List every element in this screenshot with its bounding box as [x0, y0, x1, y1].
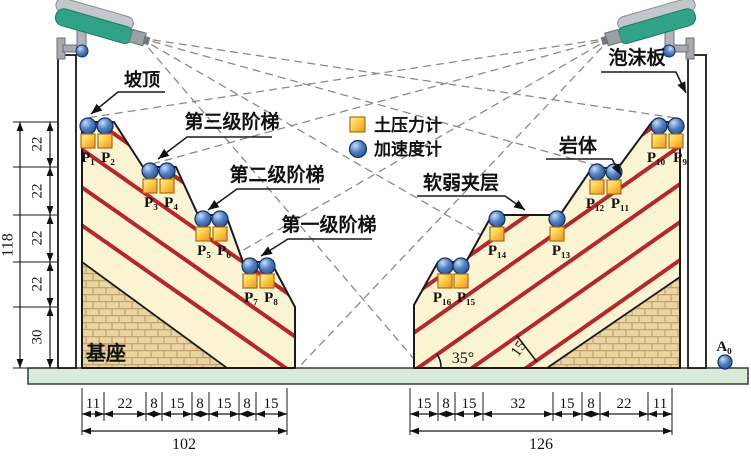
legend-accelerometer-label: 加速度计 — [373, 139, 442, 159]
label-p4: P₄ — [164, 195, 178, 211]
label-p2: P₂ — [101, 150, 115, 166]
sensor-labels: P₁ P₂ P₃ P₄ P₅ P₆ P₇ P₈ P₉ P₁₀ P₁₁ P₁₂ P… — [81, 150, 687, 306]
label-p16: P₁₆ — [433, 290, 452, 306]
right-wall — [687, 54, 707, 369]
dim-br-1: 15 — [417, 396, 432, 412]
callout-rock-mass: 岩体 — [558, 134, 598, 157]
camera-right-body — [600, 0, 697, 47]
layer-spacing-tick — [516, 335, 538, 363]
dim-bl-1: 11 — [86, 396, 100, 412]
dim-lines-bottom-left — [82, 410, 287, 435]
label-p6: P₆ — [217, 243, 231, 259]
label-p15: P₁₅ — [457, 290, 476, 306]
camera-left-pivot — [75, 44, 89, 58]
dim-br-5: 15 — [560, 396, 575, 412]
label-p1: P₁ — [81, 150, 95, 166]
dim-br-8: 11 — [653, 396, 667, 412]
dim-bl-2: 22 — [118, 396, 133, 412]
label-a0: A₀ — [716, 339, 732, 355]
label-p5: P₅ — [197, 243, 211, 259]
base-plate — [27, 367, 749, 385]
label-p3: P₃ — [144, 195, 158, 211]
callout-foam-board: 泡沫板 — [608, 46, 666, 69]
dim-br-total: 126 — [529, 436, 553, 453]
label-p13: P₁₃ — [552, 243, 571, 259]
dim-lines-bottom-right — [410, 410, 672, 435]
label-p7: P₇ — [244, 290, 258, 306]
camera-right — [600, 0, 697, 60]
label-p9: P₉ — [673, 150, 687, 166]
dim-left-seg4: 22 — [29, 277, 45, 292]
dim-br-6: 8 — [587, 396, 595, 412]
dim-bottom-right: 15 8 15 32 15 8 22 11 126 — [409, 388, 673, 453]
dim-bl-4: 15 — [170, 396, 185, 412]
dim-br-2: 8 — [442, 396, 450, 412]
callout-step1: 第一级阶梯 — [281, 213, 376, 236]
dim-left-column: 22 22 22 22 30 118 — [0, 121, 57, 369]
callouts: 坡顶 第三级阶梯 第二级阶梯 第一级阶梯 软弱夹层 岩体 泡沫板 基座 35° … — [86, 46, 687, 367]
dip-angle-label: 35° — [452, 350, 474, 367]
label-p12: P₁₂ — [586, 196, 605, 212]
dim-left-seg1: 22 — [29, 137, 45, 152]
label-p14: P₁₄ — [488, 243, 507, 259]
dip-angle-arc — [436, 353, 442, 369]
accelerometer-icon — [348, 139, 368, 159]
camera-left-body — [54, 0, 151, 47]
callout-weak-interlayer: 软弱夹层 — [423, 171, 499, 194]
label-p11: P₁₁ — [611, 196, 629, 212]
camera-right-pivot — [662, 44, 676, 58]
callout-pedestal: 基座 — [86, 341, 126, 365]
dim-left-seg5: 30 — [29, 330, 45, 345]
dim-br-4: 32 — [511, 396, 526, 412]
left-wall — [57, 54, 77, 369]
dim-br-3: 15 — [462, 396, 477, 412]
camera-left — [54, 0, 151, 60]
dim-ticks-bottom-left — [81, 388, 288, 435]
dim-bl-total: 102 — [172, 436, 196, 453]
dim-bl-3: 8 — [150, 396, 158, 412]
legend: 土压力计 加速度计 — [348, 115, 442, 159]
dim-left-total: 118 — [0, 233, 17, 256]
dim-left-seg3: 22 — [29, 231, 45, 246]
pressure-cell-icon — [349, 116, 366, 133]
camera-sightlines — [85, 37, 677, 369]
dim-bl-7: 8 — [243, 396, 251, 412]
callout-slope-top: 坡顶 — [124, 69, 160, 90]
dim-left-seg2: 22 — [29, 184, 45, 199]
legend-pressure-cell-label: 土压力计 — [374, 115, 442, 135]
callout-step2: 第二级阶梯 — [229, 163, 324, 186]
left-slope — [81, 121, 296, 369]
label-p10: P₁₀ — [647, 150, 666, 166]
dim-bl-6: 15 — [217, 396, 232, 412]
dim-bottom-left: 11 22 8 15 8 15 8 15 102 — [81, 388, 288, 453]
callout-step3: 第三级阶梯 — [184, 110, 279, 133]
sensor-a0 — [717, 354, 733, 370]
dim-bl-8: 15 — [264, 396, 279, 412]
dim-br-7: 22 — [617, 396, 632, 412]
label-p8: P₈ — [264, 290, 278, 306]
dim-bl-5: 8 — [196, 396, 204, 412]
left-weak-layers — [82, 122, 295, 368]
